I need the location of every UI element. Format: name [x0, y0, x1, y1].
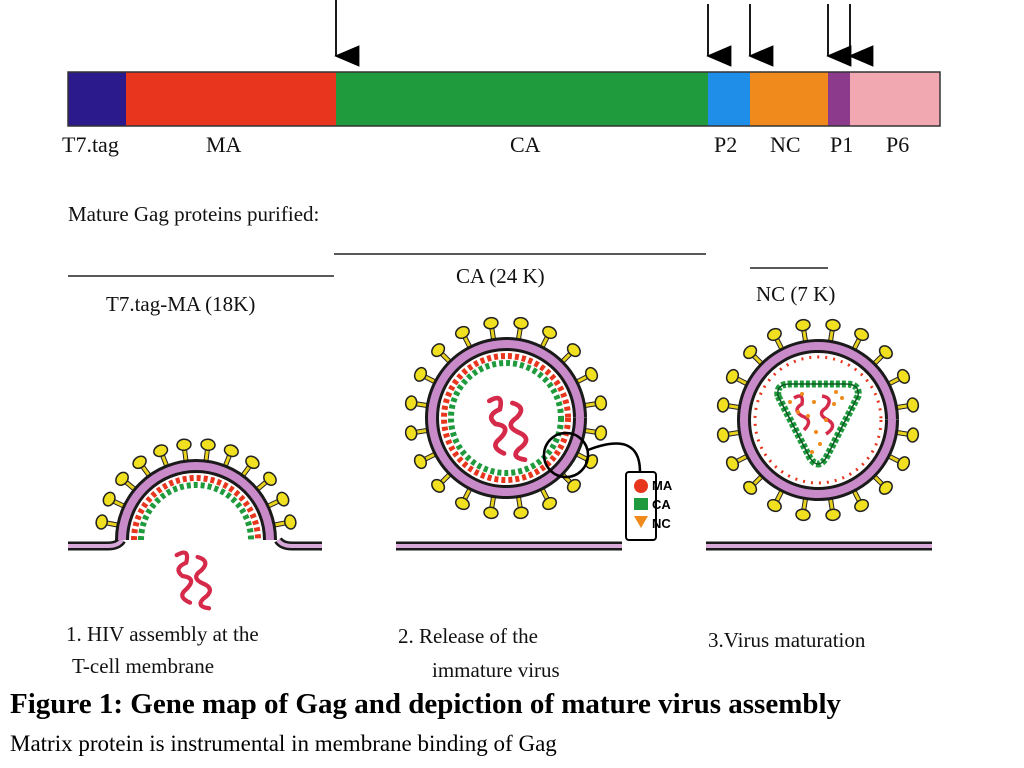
fragment-label-ca: CA (24 K): [456, 264, 545, 288]
virion-mature: [716, 318, 920, 522]
figure-title: Figure 1: Gene map of Gag and depiction …: [10, 688, 842, 720]
legend-label-ca: CA: [652, 497, 671, 512]
purified-heading: Mature Gag proteins purified:: [68, 202, 320, 226]
fragment-label-ma: T7.tag-MA (18K): [106, 292, 256, 316]
segment-ma: [126, 72, 336, 126]
gene-map-bar: [67, 71, 941, 127]
virion-immature: [404, 316, 608, 520]
segment-t7tag: [68, 72, 126, 126]
segment-p2: [708, 72, 750, 126]
stage2-caption-line2: immature virus: [432, 658, 560, 682]
segment-nc: [750, 72, 828, 126]
legend-ca-swatch: [634, 498, 648, 510]
segment-ca: [336, 72, 708, 126]
stage1-caption-line1: 1. HIV assembly at the: [66, 622, 259, 646]
virion-illustrations: [95, 316, 920, 611]
segment-label-nc: NC: [770, 132, 801, 157]
membranes: [68, 537, 932, 551]
virion-budding: [95, 438, 297, 611]
stage1-caption-line2: T-cell membrane: [72, 654, 215, 678]
figure-caption: Matrix protein is instrumental in membra…: [10, 731, 557, 756]
legend-ma-swatch: [634, 479, 648, 493]
segment-label-ca: CA: [510, 132, 541, 157]
segment-label-ma: MA: [206, 132, 242, 157]
fragment-rules: [68, 253, 828, 277]
segment-p1: [828, 72, 850, 126]
cleavage-arrows: [334, 0, 874, 67]
legend-nc-swatch: [634, 516, 648, 528]
segment-label-p1: P1: [830, 132, 854, 157]
segment-label-p2: P2: [714, 132, 738, 157]
segment-label-p6: P6: [886, 132, 910, 157]
segment-label-t7tag: T7.tag: [62, 132, 119, 157]
stage2-caption-line1: 2. Release of the: [398, 624, 538, 648]
legend-label-ma: MA: [652, 478, 673, 493]
segment-p6: [850, 72, 940, 126]
fragment-label-nc: NC (7 K): [756, 282, 836, 306]
legend-label-nc: NC: [652, 516, 671, 531]
legend-callout: [542, 431, 657, 541]
stage3-caption: 3.Virus maturation: [708, 628, 866, 652]
